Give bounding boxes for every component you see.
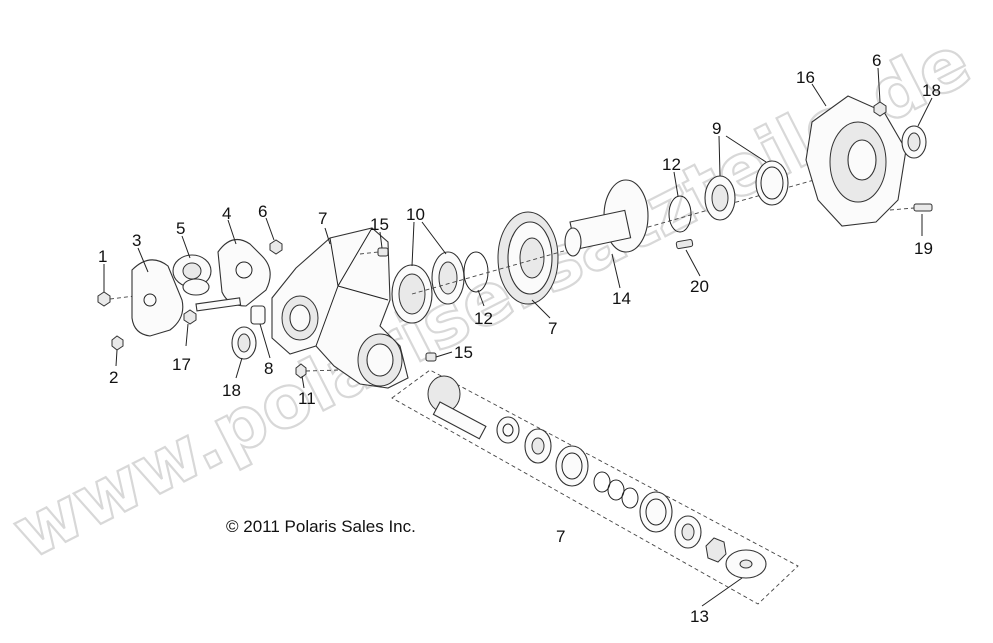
- bearing-10: [431, 251, 465, 305]
- spacer-rings: [593, 471, 639, 509]
- callout-14: 14: [612, 289, 631, 308]
- callout-16: 16: [796, 68, 815, 87]
- shim-washer: [496, 416, 520, 444]
- callout-4: 4: [222, 204, 231, 223]
- pin-15-bottom: [425, 352, 437, 362]
- callout-19: 19: [914, 239, 933, 258]
- bearing-cup-inner: [555, 445, 589, 487]
- shim-12-right: [668, 195, 692, 233]
- callout-10: 10: [406, 205, 425, 224]
- callout-1: 1: [98, 247, 107, 266]
- copyright-text: © 2011 Polaris Sales Inc.: [226, 517, 416, 536]
- cover-16: [805, 95, 907, 227]
- bolt-2: [111, 335, 124, 351]
- callout-12-right: 12: [662, 155, 681, 174]
- callout-7-housing: 7: [318, 209, 327, 228]
- callout-7-ring-gear: 7: [548, 319, 557, 338]
- callout-18-right: 18: [922, 81, 941, 100]
- pinion-bearing-outer: [674, 515, 702, 549]
- callout-6-left: 6: [258, 202, 267, 221]
- race-9: [755, 160, 789, 206]
- bolt-19: [889, 203, 933, 212]
- gearcase-housing-7: [271, 227, 409, 389]
- nut-6-left: [269, 239, 283, 255]
- callout-9: 9: [712, 119, 721, 138]
- callout-2: 2: [109, 368, 118, 387]
- callout-13: 13: [690, 607, 709, 626]
- callout-labels: 1 2 3 4 5 6 7 8 9 10 11 12 13 14 15 16 1…: [98, 51, 941, 626]
- pinion-nut: [705, 537, 727, 563]
- callout-6-right: 6: [872, 51, 881, 70]
- callout-11: 11: [298, 389, 316, 408]
- callout-8: 8: [264, 359, 273, 378]
- bolt-11: [295, 363, 341, 379]
- callout-3: 3: [132, 231, 141, 250]
- callout-15-top: 15: [370, 215, 389, 234]
- callout-7-pinion-kit: 7: [556, 527, 565, 546]
- seal-18-right: [901, 125, 927, 159]
- callout-17: 17: [172, 355, 191, 374]
- seal-18-left: [231, 326, 257, 360]
- pinion-bearing-inner: [524, 428, 552, 464]
- bracket-4: [217, 238, 271, 307]
- bracket-3: [131, 259, 184, 337]
- callout-20: 20: [690, 277, 709, 296]
- bushing-5: [172, 254, 212, 296]
- leader-lines: [103, 67, 933, 607]
- pinion-shaft-7: [427, 375, 487, 440]
- pin-15-top: [359, 247, 389, 257]
- callout-5: 5: [176, 219, 185, 238]
- bearing-9: [704, 175, 736, 221]
- washer-13: [725, 549, 767, 579]
- ring-gear-7: [497, 211, 559, 305]
- bolt-1: [97, 291, 136, 307]
- callout-15-bottom: 15: [454, 343, 473, 362]
- bolt-20: [675, 239, 694, 250]
- callout-12-left: 12: [474, 309, 493, 328]
- hub-14: [564, 179, 649, 257]
- sleeve-8: [250, 305, 266, 325]
- callout-18-left: 18: [222, 381, 241, 400]
- bolt-17: [183, 297, 242, 325]
- bearing-cup-outer: [639, 491, 673, 533]
- pinion-kit-outline: [391, 369, 799, 605]
